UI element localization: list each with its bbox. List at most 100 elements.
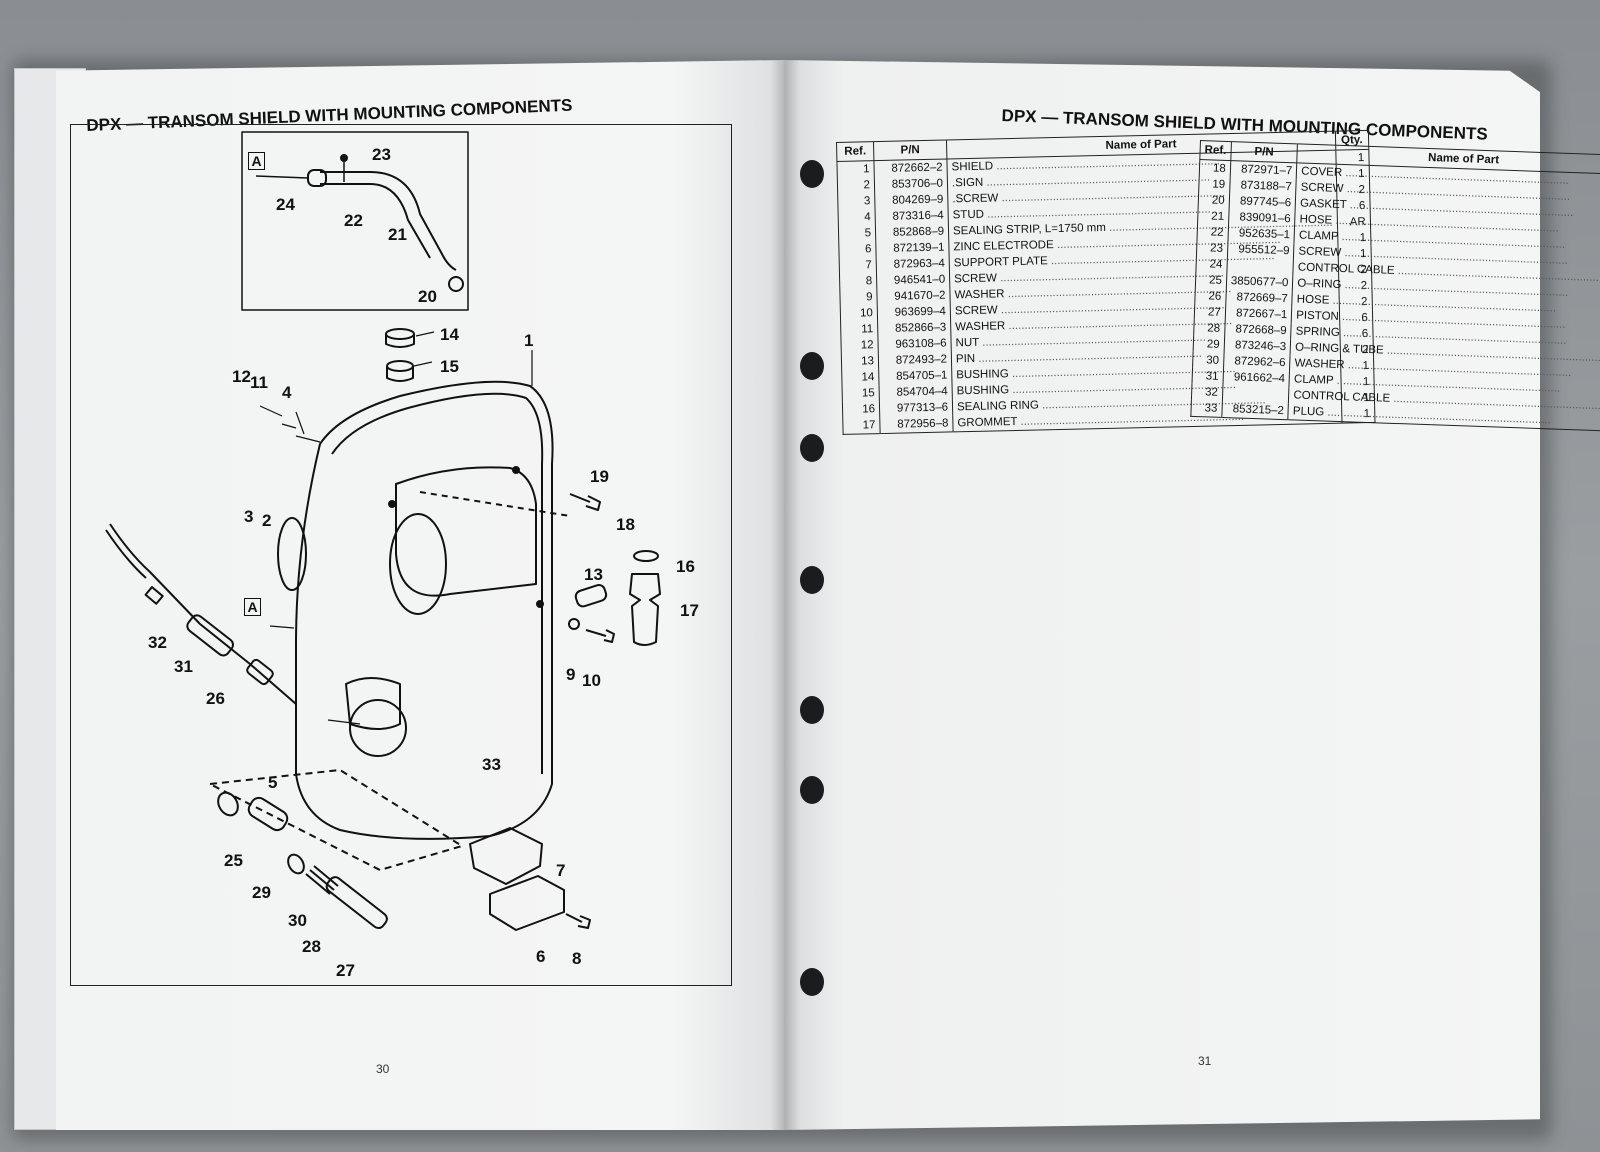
header-ref: Ref. — [1199, 140, 1232, 161]
cell-ref: 7 — [839, 257, 877, 274]
cell-ref: 26 — [1194, 287, 1227, 305]
cell-ref: 15 — [842, 385, 880, 402]
cell-ref: 6 — [838, 241, 877, 258]
callout-32: 32 — [148, 633, 167, 652]
cell-pn: 854705–1 — [878, 367, 953, 386]
o-ring-25 — [217, 791, 239, 817]
cell-pn: 872662–2 — [873, 158, 948, 178]
cell-ref: 1 — [836, 160, 875, 178]
callout-30: 30 — [288, 911, 307, 930]
cell-ref: 32 — [1191, 383, 1223, 401]
callout-25: 25 — [224, 851, 243, 870]
callout-8: 8 — [572, 949, 582, 968]
cell-ref: 9 — [839, 289, 878, 306]
cell-ref: 30 — [1192, 351, 1224, 369]
right-page-number: 31 — [1198, 1054, 1212, 1068]
punch-hole — [800, 434, 824, 462]
callout-24: 24 — [276, 195, 295, 214]
callout-23: 23 — [372, 145, 391, 164]
cell-ref: 31 — [1191, 367, 1224, 385]
callout-17: 17 — [680, 601, 699, 620]
cell-ref: 29 — [1193, 335, 1225, 353]
cell-ref: 16 — [842, 401, 880, 418]
o-ring-tube-29 — [247, 796, 289, 832]
cell-pn: 977313–6 — [879, 399, 953, 418]
callout-4: 4 — [282, 383, 292, 402]
callout-16: 16 — [676, 557, 695, 576]
cell-ref: 10 — [840, 305, 878, 322]
callout-13: 13 — [584, 565, 603, 584]
callout-27: 27 — [336, 961, 355, 980]
callout-12: 12 — [232, 367, 251, 386]
cell-ref: 22 — [1197, 223, 1229, 242]
screw-19 — [569, 493, 601, 511]
parts-table-2: Ref. P/N Name of Part Qty. 18872971–7COV… — [1190, 140, 1600, 433]
cell-pn: 873316–4 — [875, 207, 949, 226]
callout-18: 18 — [616, 515, 635, 534]
header-pn: P/N — [873, 139, 947, 161]
callout-20: 20 — [418, 287, 437, 306]
control-cable-32 — [109, 523, 297, 705]
exploded-diagram — [105, 131, 661, 931]
cell-ref: 2 — [837, 177, 875, 194]
cell-pn: 853215–2 — [1221, 400, 1289, 420]
cell-pn: 872493–2 — [878, 351, 952, 370]
cell-ref: 20 — [1198, 191, 1230, 210]
right-page — [784, 60, 1540, 1130]
cell-pn: 955512–9 — [1227, 241, 1295, 260]
callout-2: 2 — [262, 511, 272, 530]
cell-pn: 963108–6 — [877, 335, 952, 354]
cell-pn: 963699–4 — [877, 303, 951, 322]
bushing-14 — [385, 328, 415, 340]
punch-hole — [800, 968, 824, 996]
book-gutter — [770, 60, 800, 1130]
cell-pn: 872963–4 — [876, 255, 950, 274]
header-pn: P/N — [1230, 141, 1298, 163]
left-page-number: 30 — [376, 1062, 390, 1076]
punch-hole — [800, 160, 824, 188]
cell-ref: 27 — [1194, 303, 1226, 321]
callout-15: 15 — [440, 357, 459, 376]
callout-28: 28 — [302, 937, 321, 956]
cell-ref: 13 — [841, 353, 879, 370]
cell-ref: 12 — [840, 337, 879, 354]
punch-hole — [800, 696, 824, 724]
detail-label-a: A — [248, 152, 265, 170]
cell-ref: 25 — [1195, 271, 1227, 289]
hose-26 — [186, 614, 234, 657]
cell-ref: 8 — [839, 273, 877, 290]
punch-hole — [800, 776, 824, 804]
cell-ref: 23 — [1196, 239, 1228, 258]
callout-33: 33 — [482, 755, 501, 774]
sealing-ring-16 — [633, 550, 659, 562]
spring-28 — [305, 865, 339, 895]
cell-ref: 18 — [1199, 159, 1231, 178]
header-ref: Ref. — [836, 141, 874, 162]
callout-5: 5 — [268, 773, 278, 792]
washer-30 — [287, 853, 305, 875]
cell-ref: 17 — [842, 417, 881, 435]
pin-13 — [574, 584, 608, 608]
cell-pn: 872956–8 — [879, 415, 954, 434]
callout-6: 6 — [536, 947, 546, 966]
cell-pn: 941670–2 — [876, 287, 951, 306]
cell-ref: 33 — [1190, 399, 1223, 418]
bushing-15 — [386, 360, 414, 372]
callout-14: 14 — [440, 325, 459, 344]
zinc-electrode-6 — [489, 875, 565, 931]
cell-pn: 853706–0 — [874, 175, 948, 194]
grommet-17 — [629, 573, 661, 646]
detail-label-a-ref: A — [244, 598, 261, 616]
callout-10: 10 — [582, 671, 601, 690]
cell-pn: 946541–0 — [876, 271, 950, 290]
callout-9: 9 — [566, 665, 576, 684]
piston-27 — [325, 876, 388, 930]
cell-pn: 961662–4 — [1222, 368, 1290, 388]
callout-21: 21 — [388, 225, 407, 244]
punch-hole — [800, 566, 824, 594]
cell-ref: 28 — [1193, 319, 1225, 337]
callout-22: 22 — [344, 211, 363, 230]
exploded-diagram-frame — [70, 124, 732, 986]
callout-19: 19 — [590, 467, 609, 486]
callout-31: 31 — [174, 657, 193, 676]
